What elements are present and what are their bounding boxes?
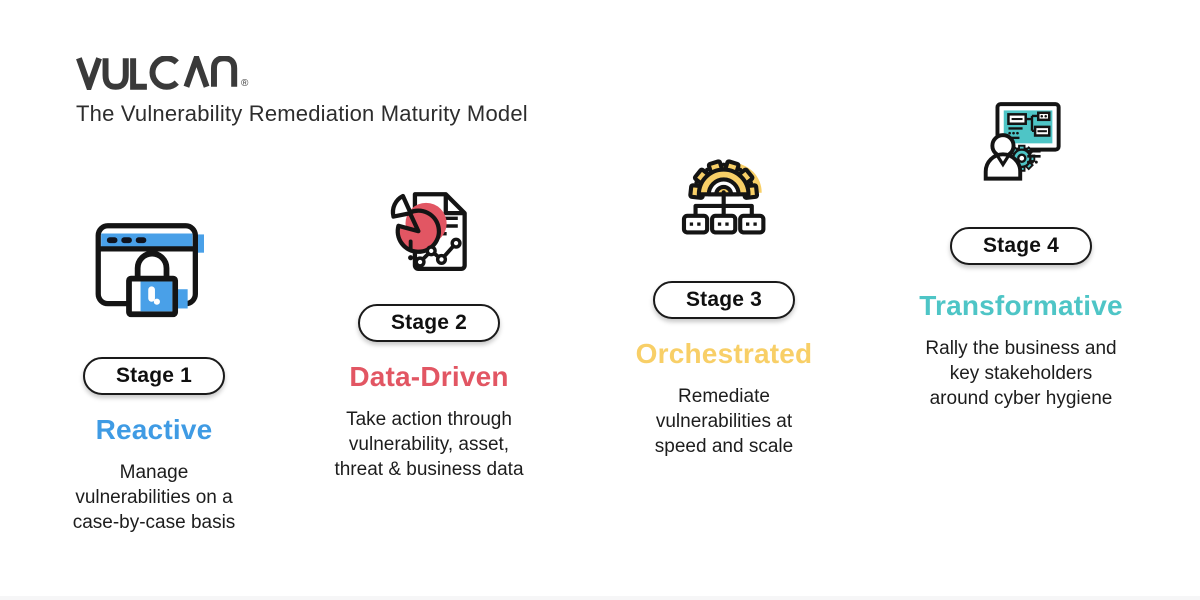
header: ® The Vulnerability Remediation Maturity… [76, 56, 528, 127]
page-title: The Vulnerability Remediation Maturity M… [76, 101, 528, 126]
gear-org-chart-icon [681, 159, 765, 235]
stage-4-description: Rally the business and key stakeholders … [925, 337, 1117, 409]
bottom-edge-divider [0, 596, 1200, 600]
stage-2-badge: Stage 2 [358, 304, 500, 342]
vulcan-logo [76, 56, 238, 90]
stage-4-title: Transformative [919, 290, 1123, 321]
stage-1-badge: Stage 1 [83, 357, 225, 395]
stage-2-column: Stage 2 Data-Driven Take action through … [319, 190, 539, 482]
stage-1-title: Reactive [95, 414, 213, 445]
stage-4-column: Stage 4 Transformative Rally the busines… [908, 101, 1134, 411]
report-pie-chart-icon [390, 192, 467, 271]
stage-1-description: Manage vulnerabilities on a case-by-case… [72, 461, 236, 533]
stage-1-column: Stage 1 Reactive Manage vulnerabilities … [44, 220, 264, 535]
browser-lock-icon [95, 223, 204, 318]
stage-3-column: Stage 3 Orchestrated Remediate vulnerabi… [614, 153, 834, 459]
stage-3-description: Remediate vulnerabilities at speed and s… [654, 385, 794, 457]
stage-2-description: Take action through vulnerability, asset… [334, 408, 524, 480]
stage-3-badge: Stage 3 [653, 281, 795, 319]
registered-trademark: ® [241, 78, 249, 89]
presenter-dashboard-icon [983, 102, 1061, 181]
stage-4-badge: Stage 4 [950, 227, 1092, 265]
stage-2-title: Data-Driven [349, 361, 509, 392]
stage-3-title: Orchestrated [635, 338, 813, 369]
